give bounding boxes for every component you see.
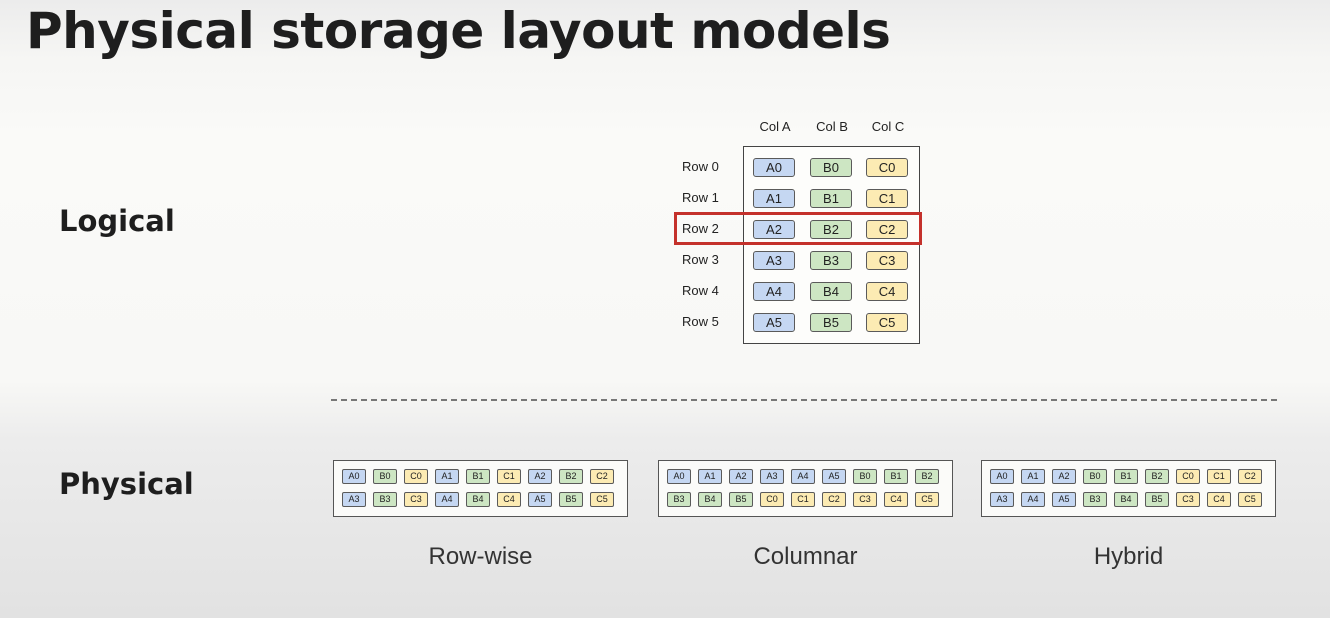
storage-cell: C0 — [760, 492, 784, 507]
table-cell: A0 — [753, 158, 795, 177]
table-cell: B0 — [810, 158, 852, 177]
dashed-divider — [331, 399, 1277, 401]
storage-cell: C0 — [1176, 469, 1200, 484]
storage-cell: C0 — [404, 469, 428, 484]
logical-section-label: Logical — [59, 204, 175, 238]
storage-cell: B3 — [667, 492, 691, 507]
storage-cell: B3 — [1083, 492, 1107, 507]
storage-cell: A4 — [1021, 492, 1045, 507]
storage-cell: A1 — [698, 469, 722, 484]
storage-cell: A4 — [435, 492, 459, 507]
storage-cell: A2 — [528, 469, 552, 484]
storage-cell: B4 — [698, 492, 722, 507]
storage-cell: C1 — [1207, 469, 1231, 484]
storage-cell: A1 — [1021, 469, 1045, 484]
layout-caption: Columnar — [753, 543, 858, 570]
storage-cell: A5 — [528, 492, 552, 507]
storage-cell: B5 — [1145, 492, 1169, 507]
table-cell: A4 — [753, 282, 795, 301]
storage-cell: B5 — [729, 492, 753, 507]
storage-cell: A0 — [667, 469, 691, 484]
storage-cell: C2 — [1238, 469, 1262, 484]
storage-cell: B2 — [559, 469, 583, 484]
table-cell: C4 — [866, 282, 908, 301]
storage-cell: B1 — [466, 469, 490, 484]
storage-cell: A3 — [760, 469, 784, 484]
column-header: Col B — [816, 119, 848, 134]
storage-cell: C2 — [822, 492, 846, 507]
storage-cell: B3 — [373, 492, 397, 507]
storage-cell: B4 — [1114, 492, 1138, 507]
storage-cell: B0 — [1083, 469, 1107, 484]
row-label: Row 1 — [682, 190, 719, 205]
storage-cell: C4 — [497, 492, 521, 507]
storage-cell: A2 — [1052, 469, 1076, 484]
storage-cell: C3 — [404, 492, 428, 507]
storage-cell: C1 — [791, 492, 815, 507]
row-label: Row 4 — [682, 283, 719, 298]
row-highlight-box — [674, 212, 922, 245]
table-cell: A2 — [753, 220, 795, 239]
storage-cell: C4 — [884, 492, 908, 507]
table-cell: A3 — [753, 251, 795, 270]
storage-cell: A3 — [342, 492, 366, 507]
storage-cell: A3 — [990, 492, 1014, 507]
table-cell: B1 — [810, 189, 852, 208]
storage-cell: B0 — [853, 469, 877, 484]
row-label: Row 0 — [682, 159, 719, 174]
table-cell: C3 — [866, 251, 908, 270]
storage-cell: C5 — [915, 492, 939, 507]
table-cell: B4 — [810, 282, 852, 301]
storage-cell: B4 — [466, 492, 490, 507]
layout-caption: Row-wise — [428, 543, 533, 570]
storage-cell: B1 — [1114, 469, 1138, 484]
column-header: Col C — [871, 119, 905, 134]
storage-cell: C2 — [590, 469, 614, 484]
storage-cell: C3 — [853, 492, 877, 507]
table-cell: C2 — [866, 220, 908, 239]
row-label: Row 3 — [682, 252, 719, 267]
table-cell: B3 — [810, 251, 852, 270]
storage-cell: B5 — [559, 492, 583, 507]
storage-cell: C1 — [497, 469, 521, 484]
storage-cell: A2 — [729, 469, 753, 484]
slide-title: Physical storage layout models — [26, 2, 891, 60]
storage-cell: C5 — [590, 492, 614, 507]
storage-cell: B0 — [373, 469, 397, 484]
table-cell: B2 — [810, 220, 852, 239]
storage-cell: B1 — [884, 469, 908, 484]
storage-cell: B2 — [915, 469, 939, 484]
physical-section-label: Physical — [59, 467, 194, 501]
logical-table-frame — [743, 146, 920, 344]
row-label: Row 2 — [682, 221, 719, 236]
storage-cell: A0 — [342, 469, 366, 484]
table-cell: A5 — [753, 313, 795, 332]
storage-cell: A5 — [822, 469, 846, 484]
storage-cell: A4 — [791, 469, 815, 484]
storage-cell: A1 — [435, 469, 459, 484]
table-cell: C1 — [866, 189, 908, 208]
table-cell: B5 — [810, 313, 852, 332]
table-cell: C5 — [866, 313, 908, 332]
storage-cell: B2 — [1145, 469, 1169, 484]
storage-cell: A0 — [990, 469, 1014, 484]
storage-cell: A5 — [1052, 492, 1076, 507]
storage-cell: C4 — [1207, 492, 1231, 507]
storage-cell: C3 — [1176, 492, 1200, 507]
storage-cell: C5 — [1238, 492, 1262, 507]
table-cell: A1 — [753, 189, 795, 208]
layout-caption: Hybrid — [1093, 543, 1164, 570]
row-label: Row 5 — [682, 314, 719, 329]
table-cell: C0 — [866, 158, 908, 177]
column-header: Col A — [759, 119, 791, 134]
